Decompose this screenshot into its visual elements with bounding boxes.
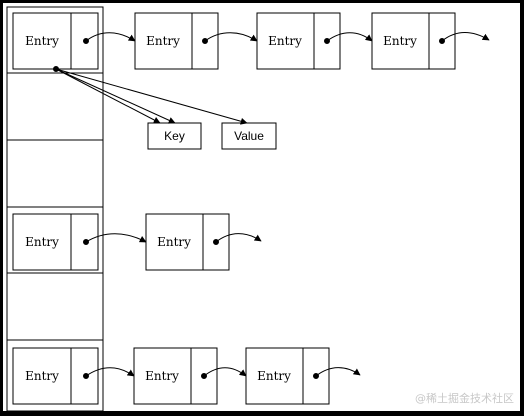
value-label: Value <box>234 129 264 143</box>
entry-label: Entry <box>157 235 191 249</box>
next-pointer-arrow <box>441 32 490 42</box>
next-pointer-arrow <box>326 32 373 42</box>
next-pointer-arrow <box>204 32 258 42</box>
entry-label: Entry <box>145 369 179 383</box>
chain-entry: Entry <box>245 347 330 405</box>
watermark: @稀土掘金技术社区 <box>415 391 514 405</box>
entry-label: Entry <box>257 369 291 383</box>
next-pointer-arrow <box>85 367 135 377</box>
entry-label: Entry <box>268 34 302 48</box>
next-pointers-row3 <box>83 367 361 379</box>
entry-label: Entry <box>383 34 417 48</box>
bucket-entry-row1: Entry <box>12 12 99 70</box>
bucket-entry-row2: Entry <box>12 213 99 271</box>
key-box-outline <box>147 122 202 150</box>
next-pointer-arrow <box>203 367 247 377</box>
value-box: Value <box>221 122 277 150</box>
key-box: Key <box>147 122 202 150</box>
next-pointers-row1 <box>83 32 490 44</box>
key-label: Key <box>164 129 185 143</box>
value-pointer-line <box>55 68 248 125</box>
bucket-entry-row3: Entry <box>12 347 99 405</box>
next-pointers-row2 <box>83 233 262 245</box>
entry-box <box>12 213 99 271</box>
next-pointer-arrow <box>215 233 262 243</box>
value-box-outline <box>221 122 277 150</box>
key-pointer-line <box>55 68 161 124</box>
entry-label: Entry <box>25 235 59 249</box>
entry-box <box>12 347 99 405</box>
next-pointer-arrow <box>85 233 147 243</box>
next-pointer-arrow <box>315 367 361 377</box>
bucket-array-outline <box>6 6 104 412</box>
entry-label: Entry <box>25 34 59 48</box>
next-pointer-arrow <box>85 32 136 42</box>
entry-label: Entry <box>146 34 180 48</box>
key-pointer-line <box>55 68 176 124</box>
bucket-array <box>6 6 104 412</box>
key-value-pointers <box>53 66 248 125</box>
entry-label: Entry <box>25 369 59 383</box>
